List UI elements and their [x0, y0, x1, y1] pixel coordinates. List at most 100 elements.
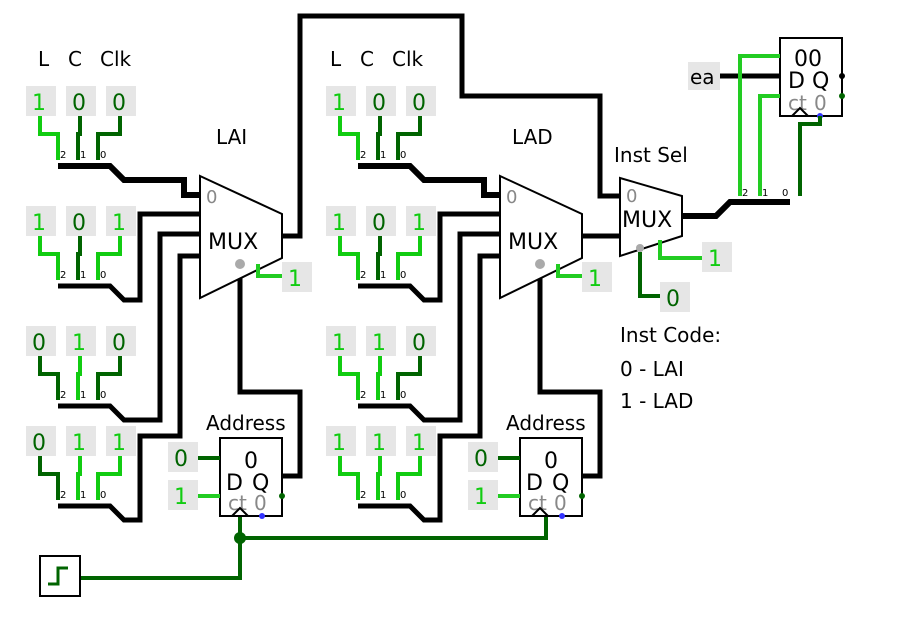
constant-bit[interactable]: 1 — [412, 211, 426, 236]
svg-text:0: 0 — [506, 187, 517, 208]
svg-text:0: 0 — [544, 449, 558, 474]
inst-sel-enable: 0 — [666, 287, 680, 312]
constant-bit[interactable]: 0 — [412, 331, 426, 356]
constant-row: 1 2 0 1 1 0 — [326, 206, 436, 281]
constant-bit[interactable]: 1 — [332, 431, 346, 456]
mux-lad-label: MUX — [508, 230, 558, 255]
svg-text:0: 0 — [100, 390, 106, 401]
svg-text:1: 1 — [762, 188, 768, 199]
mux-lai: LAI 0 MUX 1 — [199, 125, 312, 300]
svg-text:2: 2 — [742, 188, 748, 199]
mux-lad: LAD 0 MUX 1 — [499, 125, 612, 300]
svg-text:2: 2 — [360, 390, 366, 401]
header-clk-2: Clk — [392, 47, 424, 71]
svg-text:2: 2 — [360, 490, 366, 501]
constant-bit[interactable]: 0 — [72, 91, 86, 116]
inst-code-heading: Inst Code: — [620, 323, 721, 347]
svg-text:2: 2 — [60, 490, 66, 501]
constant-bit[interactable]: 1 — [72, 331, 86, 356]
middle-column: L C Clk — [330, 47, 424, 71]
constant-bit[interactable]: 1 — [332, 91, 346, 116]
mux-inst-sel: Inst Sel 0 MUX 1 0 — [614, 143, 732, 312]
svg-text:00: 00 — [794, 47, 822, 72]
header-l: L — [38, 47, 50, 71]
mux-lai-select: 1 — [288, 267, 302, 292]
svg-text:0: 0 — [244, 449, 258, 474]
svg-text:2: 2 — [60, 150, 66, 161]
svg-text:0: 0 — [400, 270, 406, 281]
constant-bit[interactable]: 0 — [412, 91, 426, 116]
constant-bit[interactable]: 1 — [112, 431, 126, 456]
constant-row: 1 2 1 1 1 0 — [326, 426, 436, 501]
address-lad-in-ct: 1 — [474, 485, 488, 510]
svg-text:0: 0 — [254, 491, 267, 515]
constant-bit[interactable]: 1 — [412, 431, 426, 456]
svg-text:1: 1 — [380, 390, 386, 401]
constant-row: 1 2 0 1 0 0 — [26, 86, 136, 161]
svg-text:Q: Q — [552, 471, 569, 496]
address-register-lad: Address 0 D Q ct 0 0 1 — [468, 411, 586, 519]
header-c-2: C — [360, 47, 374, 71]
address-register-lai: Address 0 D Q ct 0 0 1 — [168, 411, 286, 519]
address-lai-in-ct: 1 — [174, 485, 188, 510]
svg-text:1: 1 — [380, 490, 386, 501]
svg-text:1: 1 — [80, 150, 86, 161]
bus-wires — [58, 13, 790, 523]
svg-text:2: 2 — [360, 150, 366, 161]
svg-text:D: D — [788, 69, 805, 94]
inst-sel-label: MUX — [622, 208, 672, 233]
svg-text:1: 1 — [80, 390, 86, 401]
svg-text:2: 2 — [60, 390, 66, 401]
header-c: C — [68, 47, 82, 71]
svg-text:0: 0 — [782, 188, 788, 199]
address-lai-in-d: 0 — [174, 447, 188, 472]
clock-wires — [80, 512, 548, 580]
constant-bit[interactable]: 1 — [332, 331, 346, 356]
constant-bit[interactable]: 1 — [372, 331, 386, 356]
mux-lai-label: MUX — [208, 230, 258, 255]
constant-bit[interactable]: 1 — [112, 211, 126, 236]
svg-text:0: 0 — [554, 491, 567, 515]
inst-sel-title: Inst Sel — [614, 143, 688, 167]
output-register: 00 D Q ct 0 ea 2 1 0 — [688, 37, 845, 199]
svg-text:1: 1 — [80, 490, 86, 501]
clock-source[interactable] — [39, 555, 81, 597]
constant-bit[interactable]: 0 — [372, 211, 386, 236]
svg-text:Q: Q — [252, 471, 269, 496]
constant-bit[interactable]: 0 — [72, 211, 86, 236]
constant-bit[interactable]: 0 — [112, 331, 126, 356]
svg-text:2: 2 — [60, 270, 66, 281]
inst-code-line1: 0 - LAI — [620, 357, 684, 381]
svg-text:0: 0 — [814, 91, 827, 115]
svg-text:1: 1 — [380, 270, 386, 281]
constant-bit[interactable]: 0 — [112, 91, 126, 116]
svg-text:D: D — [526, 471, 543, 496]
svg-text:0: 0 — [400, 150, 406, 161]
svg-text:0: 0 — [206, 187, 217, 208]
constant-bit[interactable]: 1 — [72, 431, 86, 456]
constant-bit[interactable]: 1 — [32, 211, 46, 236]
left-column: L C Clk — [38, 47, 132, 71]
svg-text:D: D — [226, 471, 243, 496]
svg-text:Q: Q — [812, 69, 829, 94]
mux-lad-select: 1 — [588, 267, 602, 292]
svg-text:0: 0 — [400, 490, 406, 501]
svg-text:0: 0 — [100, 150, 106, 161]
address-title-lad: Address — [506, 411, 586, 435]
mux-lai-title: LAI — [216, 125, 247, 149]
constant-bit[interactable]: 1 — [32, 91, 46, 116]
constant-bit[interactable]: 0 — [32, 331, 46, 356]
constant-bit[interactable]: 0 — [32, 431, 46, 456]
constant-bit[interactable]: 0 — [372, 91, 386, 116]
svg-text:0: 0 — [100, 270, 106, 281]
constant-bit[interactable]: 1 — [372, 431, 386, 456]
svg-text:2: 2 — [360, 270, 366, 281]
inst-code-legend: Inst Code: 0 - LAI 1 - LAD — [620, 323, 721, 413]
constant-bit[interactable]: 1 — [332, 211, 346, 236]
